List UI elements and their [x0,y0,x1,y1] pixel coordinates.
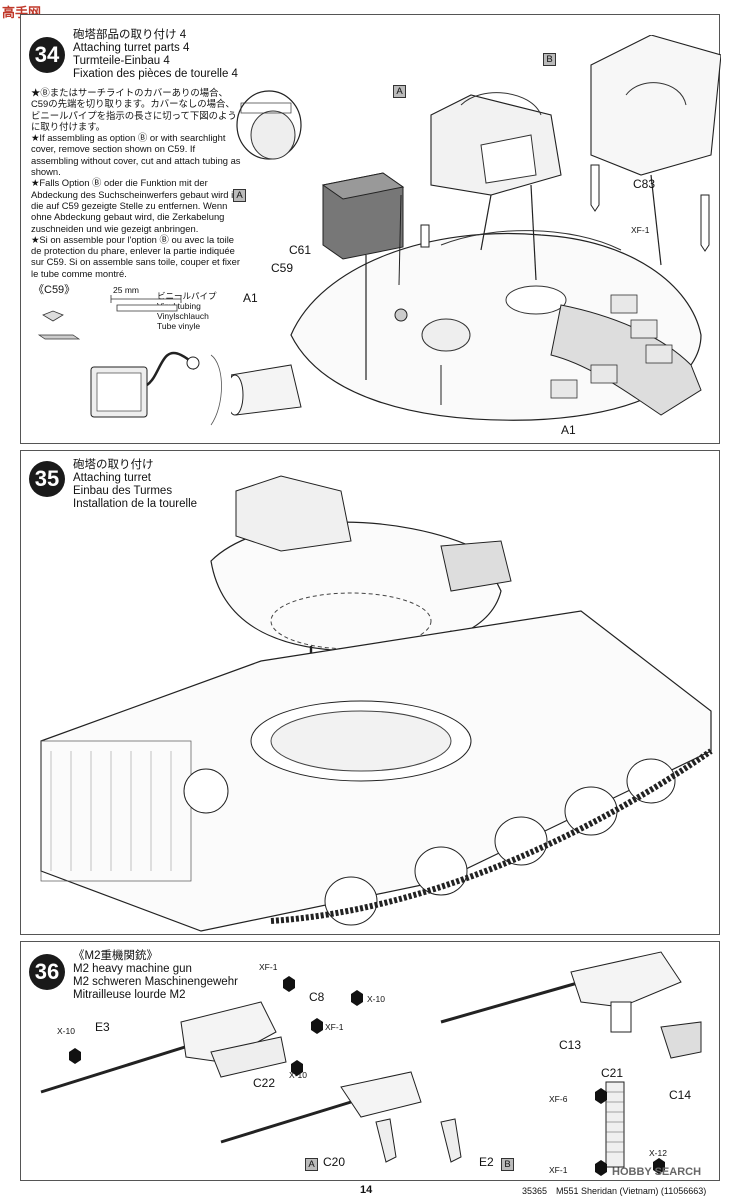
step-34-panel: 34 砲塔部品の取り付け 4 Attaching turret parts 4 … [20,14,721,444]
paint-xf6: XF-6 [549,1094,568,1104]
searchlight-part [236,90,302,160]
part-c61: C61 [289,243,312,257]
step-36-title: 《M2重機関銃》 M2 heavy machine gun M2 schwere… [73,950,238,1001]
part-c21: C21 [601,1066,624,1080]
paint-x10-c8: X-10 [367,994,385,1004]
searchlight-cover [321,172,405,260]
c59-detail-label: 《C59》 [33,284,76,296]
part-c59: C59 [271,261,294,275]
step-34-number: 34 [29,37,65,73]
hobby-search-watermark: HOBBY SEARCH [612,1166,702,1178]
step-35-panel: 35 砲塔の取り付け Attaching turret Einbau des T… [20,450,720,935]
tube-length: 25 mm [113,285,139,295]
part-a1-bottom: A1 [561,423,576,437]
part-c14: C14 [669,1088,692,1102]
footer-model: M551 Sheridan (Vietnam) (11056663) [556,1186,707,1196]
step-36-panel: 36 《M2重機関銃》 M2 heavy machine gun M2 schw… [20,941,720,1181]
paint-x10-e3: X-10 [57,1026,75,1036]
note-ja: ★Ⓑまたはサーチライトのカバーありの場合、C59の先端を切り取ります。カバーなし… [31,87,237,132]
turret-assembly-drawing [231,35,721,421]
step-35-title: 砲塔の取り付け Attaching turret Einbau des Turm… [73,459,198,510]
step-34-notes: ★Ⓑまたはサーチライトのカバーありの場合、C59の先端を切り取ります。カバーなし… [31,87,241,279]
part-c22: C22 [253,1076,276,1090]
step-35-number: 35 [29,461,65,497]
paint-x10-c22: X-10 [289,1070,307,1080]
paint-xf1-mid: XF-1 [325,1022,344,1032]
hull-turret-drawing [40,475,713,932]
tube-label: ビニールパイプ Vinyl tubing Vinylschlauch Tube … [157,291,217,331]
part-c20: C20 [323,1155,346,1169]
note-de: ★Falls Option Ⓑ oder die Funktion mit de… [31,177,241,234]
paint-xf1-bottom: XF-1 [549,1165,568,1175]
part-e3: E3 [95,1020,110,1034]
option-a-c20-tag: A [305,1158,318,1171]
step-36-number: 36 [29,954,65,990]
c59-detail-drawing [37,295,222,426]
part-c13: C13 [559,1038,582,1052]
paint-x12: X-12 [649,1148,667,1158]
option-b-tag: B [543,53,556,66]
paint-xf1-top: XF-1 [259,962,278,972]
part-e2: E2 [479,1155,494,1169]
option-b-e2-tag: B [501,1158,514,1171]
part-c83: C83 [633,177,656,191]
part-c8: C8 [309,990,325,1004]
part-a1-left: A1 [243,291,258,305]
machine-gun-drawing [40,951,702,1176]
footer-code: 35365 [522,1186,548,1196]
note-fr: ★Si on assemble pour l'option Ⓑ ou avec … [31,233,240,279]
page-number: 14 [360,1184,373,1196]
option-a-tag: A [393,85,406,98]
paint-xf1: XF-1 [631,225,650,235]
step-34-title: 砲塔部品の取り付け 4 Attaching turret parts 4 Tur… [73,29,238,80]
note-en: ★If assembling as option Ⓑ or with searc… [31,132,241,178]
option-a-cover-tag: A [233,189,246,202]
